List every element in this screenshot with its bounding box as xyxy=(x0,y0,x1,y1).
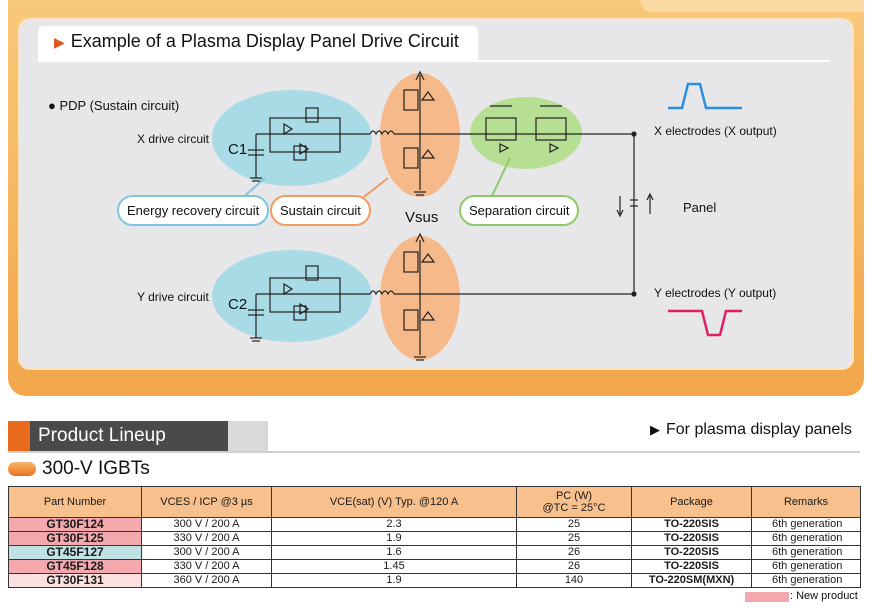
diagram-title: ▶ Example of a Plasma Display Panel Drive… xyxy=(54,31,459,52)
cell-vce: 1.45 xyxy=(271,559,517,574)
pdp-label-text: PDP (Sustain circuit) xyxy=(59,98,180,113)
diagram-title-text: Example of a Plasma Display Panel Drive … xyxy=(70,31,459,51)
x-electrodes-label: X electrodes (X output) xyxy=(654,124,777,138)
cell-remarks: 6th generation xyxy=(751,531,861,546)
cell-vce: 1.6 xyxy=(271,545,517,560)
cell-pc: 26 xyxy=(516,545,632,560)
cell-remarks: 6th generation xyxy=(751,517,861,532)
cell-vces: 330 V / 200 A xyxy=(141,559,272,574)
cell-remarks: 6th generation xyxy=(751,559,861,574)
header-vces: VCES / ICP @3 µs xyxy=(141,486,272,518)
c1-label: C1 xyxy=(228,141,248,158)
y-output-waveform xyxy=(668,309,742,337)
table-row: GT30F125 330 V / 200 A 1.9 25 TO-220SIS … xyxy=(8,531,861,546)
circuit-diagram xyxy=(212,70,742,361)
cell-pc: 25 xyxy=(516,531,632,546)
new-product-legend: : New product xyxy=(790,590,858,602)
cell-vce: 1.9 xyxy=(271,573,517,588)
diagram-title-bar xyxy=(38,26,478,60)
pdp-label: ● PDP (Sustain circuit) xyxy=(48,98,180,113)
cell-part: GT45F127 xyxy=(8,545,142,560)
table-header-row: Part Number VCES / ICP @3 µs VCE(sat) (V… xyxy=(8,486,861,518)
header-package: Package xyxy=(631,486,752,518)
cell-package: TO-220SM(MXN) xyxy=(631,573,752,588)
header-pc-line1: PC (W) xyxy=(555,490,593,502)
separation-callout: Separation circuit xyxy=(459,195,580,226)
cell-vces: 330 V / 200 A xyxy=(141,531,272,546)
cell-vces: 300 V / 200 A xyxy=(141,545,272,560)
bullet-pill-icon xyxy=(8,462,36,476)
cell-package: TO-220SIS xyxy=(631,517,752,532)
separation-region xyxy=(470,97,582,169)
triangle-icon: ▶ xyxy=(650,422,660,437)
cell-vce: 1.9 xyxy=(271,531,517,546)
cell-vce: 2.3 xyxy=(271,517,517,532)
y-drive-label: Y drive circuit xyxy=(137,290,209,304)
product-table: Part Number VCES / ICP @3 µs VCE(sat) (V… xyxy=(8,486,861,588)
triangle-icon: ▶ xyxy=(54,34,65,50)
header-remarks: Remarks xyxy=(751,486,861,518)
lineup-note-text: For plasma display panels xyxy=(666,421,852,438)
cell-pc: 25 xyxy=(516,517,632,532)
subsection-title: 300-V IGBTs xyxy=(42,458,150,479)
x-output-waveform xyxy=(668,82,742,110)
table-row: GT45F128 330 V / 200 A 1.45 26 TO-220SIS… xyxy=(8,559,861,574)
cell-remarks: 6th generation xyxy=(751,573,861,588)
lineup-note: ▶ For plasma display panels xyxy=(650,421,852,439)
table-row: GT45F127 300 V / 200 A 1.6 26 TO-220SIS … xyxy=(8,545,861,560)
sustain-callout: Sustain circuit xyxy=(270,195,371,226)
lineup-header-bar xyxy=(8,421,268,451)
c2-label: C2 xyxy=(228,296,248,313)
frame-tab xyxy=(640,0,864,12)
cell-vces: 360 V / 200 A xyxy=(141,573,272,588)
lineup-rule xyxy=(8,451,860,453)
cell-remarks: 6th generation xyxy=(751,545,861,560)
cell-package: TO-220SIS xyxy=(631,531,752,546)
cell-vces: 300 V / 200 A xyxy=(141,517,272,532)
title-rule xyxy=(38,60,830,62)
header-vce: VCE(sat) (V) Typ. @120 A xyxy=(271,486,517,518)
energy-recovery-region-bottom xyxy=(212,250,372,342)
header-part: Part Number xyxy=(8,486,142,518)
cell-pc: 140 xyxy=(516,573,632,588)
table-row: GT30F131 360 V / 200 A 1.9 140 TO-220SM(… xyxy=(8,573,861,588)
lineup-title: Product Lineup xyxy=(38,425,166,446)
cell-package: TO-220SIS xyxy=(631,559,752,574)
cell-package: TO-220SIS xyxy=(631,545,752,560)
x-drive-label: X drive circuit xyxy=(137,132,210,146)
header-pc: PC (W)@TC = 25°C xyxy=(516,486,632,518)
panel-label: Panel xyxy=(683,200,717,215)
cell-part: GT30F125 xyxy=(8,531,142,546)
cell-part: GT30F124 xyxy=(8,517,142,532)
new-product-swatch xyxy=(745,592,789,602)
header-pc-line2: @TC = 25°C xyxy=(542,502,606,514)
cell-pc: 26 xyxy=(516,559,632,574)
energy-recovery-region-top xyxy=(212,90,372,186)
vsus-label: Vsus xyxy=(405,209,439,226)
cell-part: GT45F128 xyxy=(8,559,142,574)
table-row: GT30F124 300 V / 200 A 2.3 25 TO-220SIS … xyxy=(8,517,861,532)
cell-part: GT30F131 xyxy=(8,573,142,588)
y-electrodes-label: Y electrodes (Y output) xyxy=(654,286,777,300)
energy-recovery-callout: Energy recovery circuit xyxy=(117,195,270,226)
